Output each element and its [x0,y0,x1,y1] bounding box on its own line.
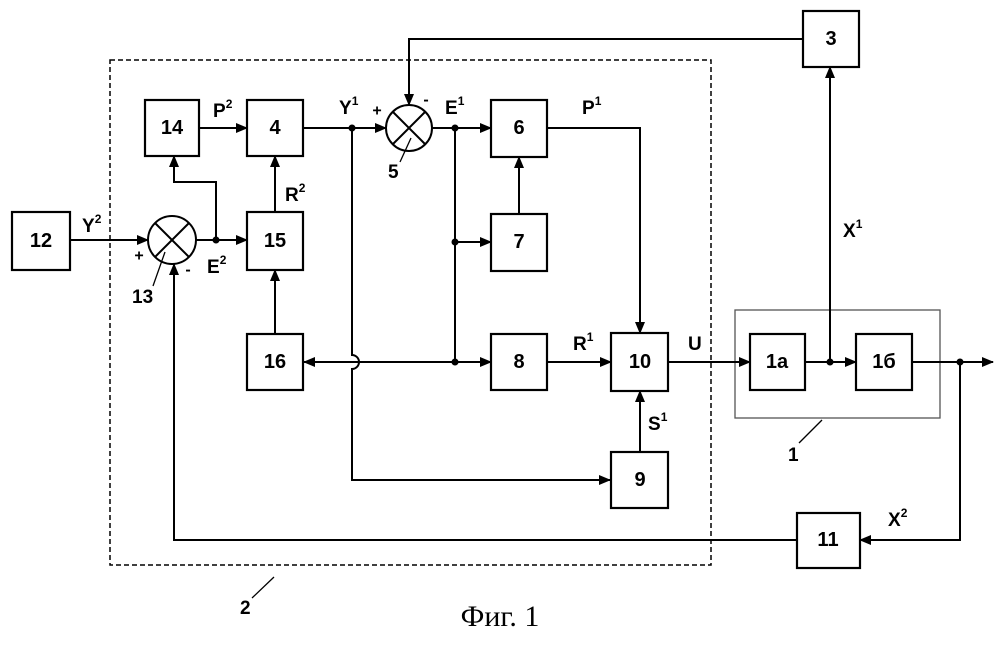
signal-label-x1: X1 [843,217,863,242]
block-7-label: 7 [513,231,524,253]
signal-label-y1: Y1 [339,94,359,119]
block-6: 6 [491,100,547,157]
block-1a: 1а [750,334,805,390]
block-11-label: 11 [817,529,838,551]
ref-label-5: 5 [388,162,399,183]
block-15: 15 [247,212,303,270]
signal-label-p1: P1 [582,94,602,119]
signal-label-e1: E1 [445,94,465,119]
figure-caption: Фиг. 1 [0,600,1000,634]
sum13-plus-sign: + [134,248,143,265]
block-16: 16 [247,334,303,390]
block-14: 14 [145,100,199,156]
block-12-label: 12 [30,230,52,252]
signal-label-p2: P2 [213,97,233,122]
block-14-label: 14 [161,117,184,139]
block-8-label: 8 [513,351,524,373]
block-3: 3 [803,11,859,67]
block-1b-label: 1б [872,351,895,373]
signal-label-e2: E2 [207,253,227,278]
block-4: 4 [247,100,303,156]
block-9-label: 9 [634,469,645,491]
block-8: 8 [491,334,547,390]
signal-label-u: U [688,334,702,355]
block-7: 7 [491,214,547,271]
block-15-label: 15 [264,230,286,252]
summing-junction-5 [386,105,432,151]
sum5-plus-sign: + [372,103,381,120]
block-10-label: 10 [629,351,651,373]
block-9: 9 [611,452,668,508]
sum13-minus-sign: - [185,262,190,279]
signal-label-y2: Y2 [82,212,102,237]
block-6-label: 6 [513,117,524,139]
block-16-label: 16 [264,351,286,373]
block-11: 11 [797,513,860,568]
block-3-label: 3 [825,28,836,50]
block-1a-label: 1а [766,351,789,373]
ref-1: 1 [788,420,822,466]
ref-label-13: 13 [132,287,153,308]
block-10: 10 [611,333,668,391]
summing-junction-13 [148,216,196,264]
ref-label-1: 1 [788,445,799,466]
signal-label-r2: R2 [285,181,306,206]
signal-label-x2: X2 [888,506,908,531]
block-1b: 1б [856,334,912,390]
block-12: 12 [12,212,70,270]
signal-label-s1: S1 [648,410,668,435]
block-4-label: 4 [269,117,281,139]
sum5-minus-sign: - [423,92,428,109]
signal-label-r1: R1 [573,330,594,355]
